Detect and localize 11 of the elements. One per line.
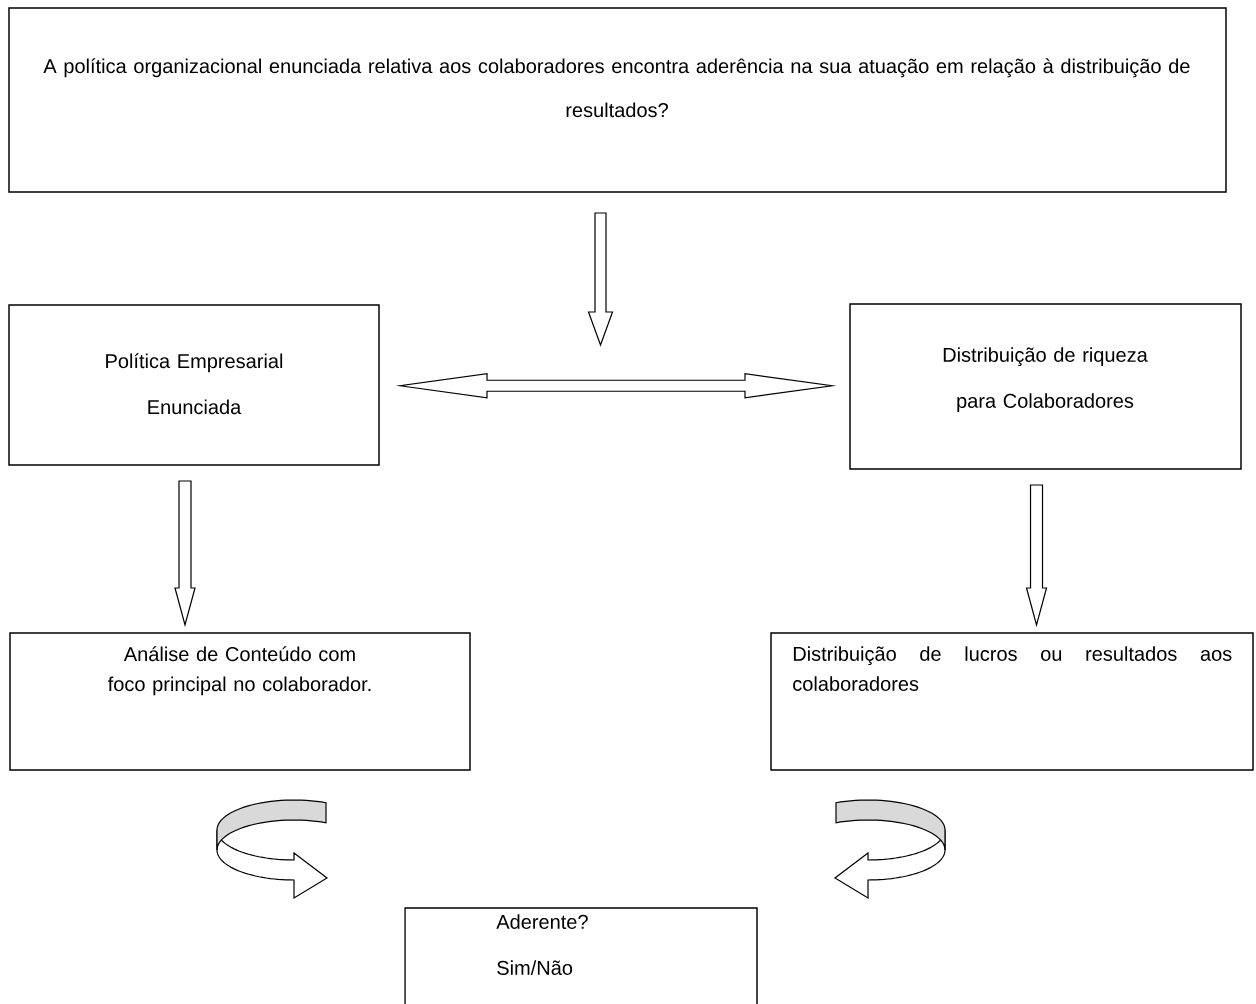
block-arrow (587, 212, 614, 347)
curved-arrow (216, 799, 329, 900)
process-box: Análise de Conteúdo com foco principal no colaborador. (9, 632, 471, 771)
process-box: Política Empresarial Enunciada (8, 304, 380, 466)
process-box: Aderente? Sim/Não (404, 907, 758, 1004)
process-box: Distribuição de riqueza para Colaboradores (849, 303, 1242, 470)
curved-arrow (833, 799, 946, 900)
block-arrow (1025, 484, 1048, 628)
process-box: Distribuição de lucros ou resultados aos colaboradores (770, 632, 1254, 771)
process-box: A política organizacional enunciada relativa aos colaboradores encontra aderência na sua atuação em relação à distribuição de resultados? (8, 7, 1227, 193)
block-arrow (174, 480, 196, 628)
